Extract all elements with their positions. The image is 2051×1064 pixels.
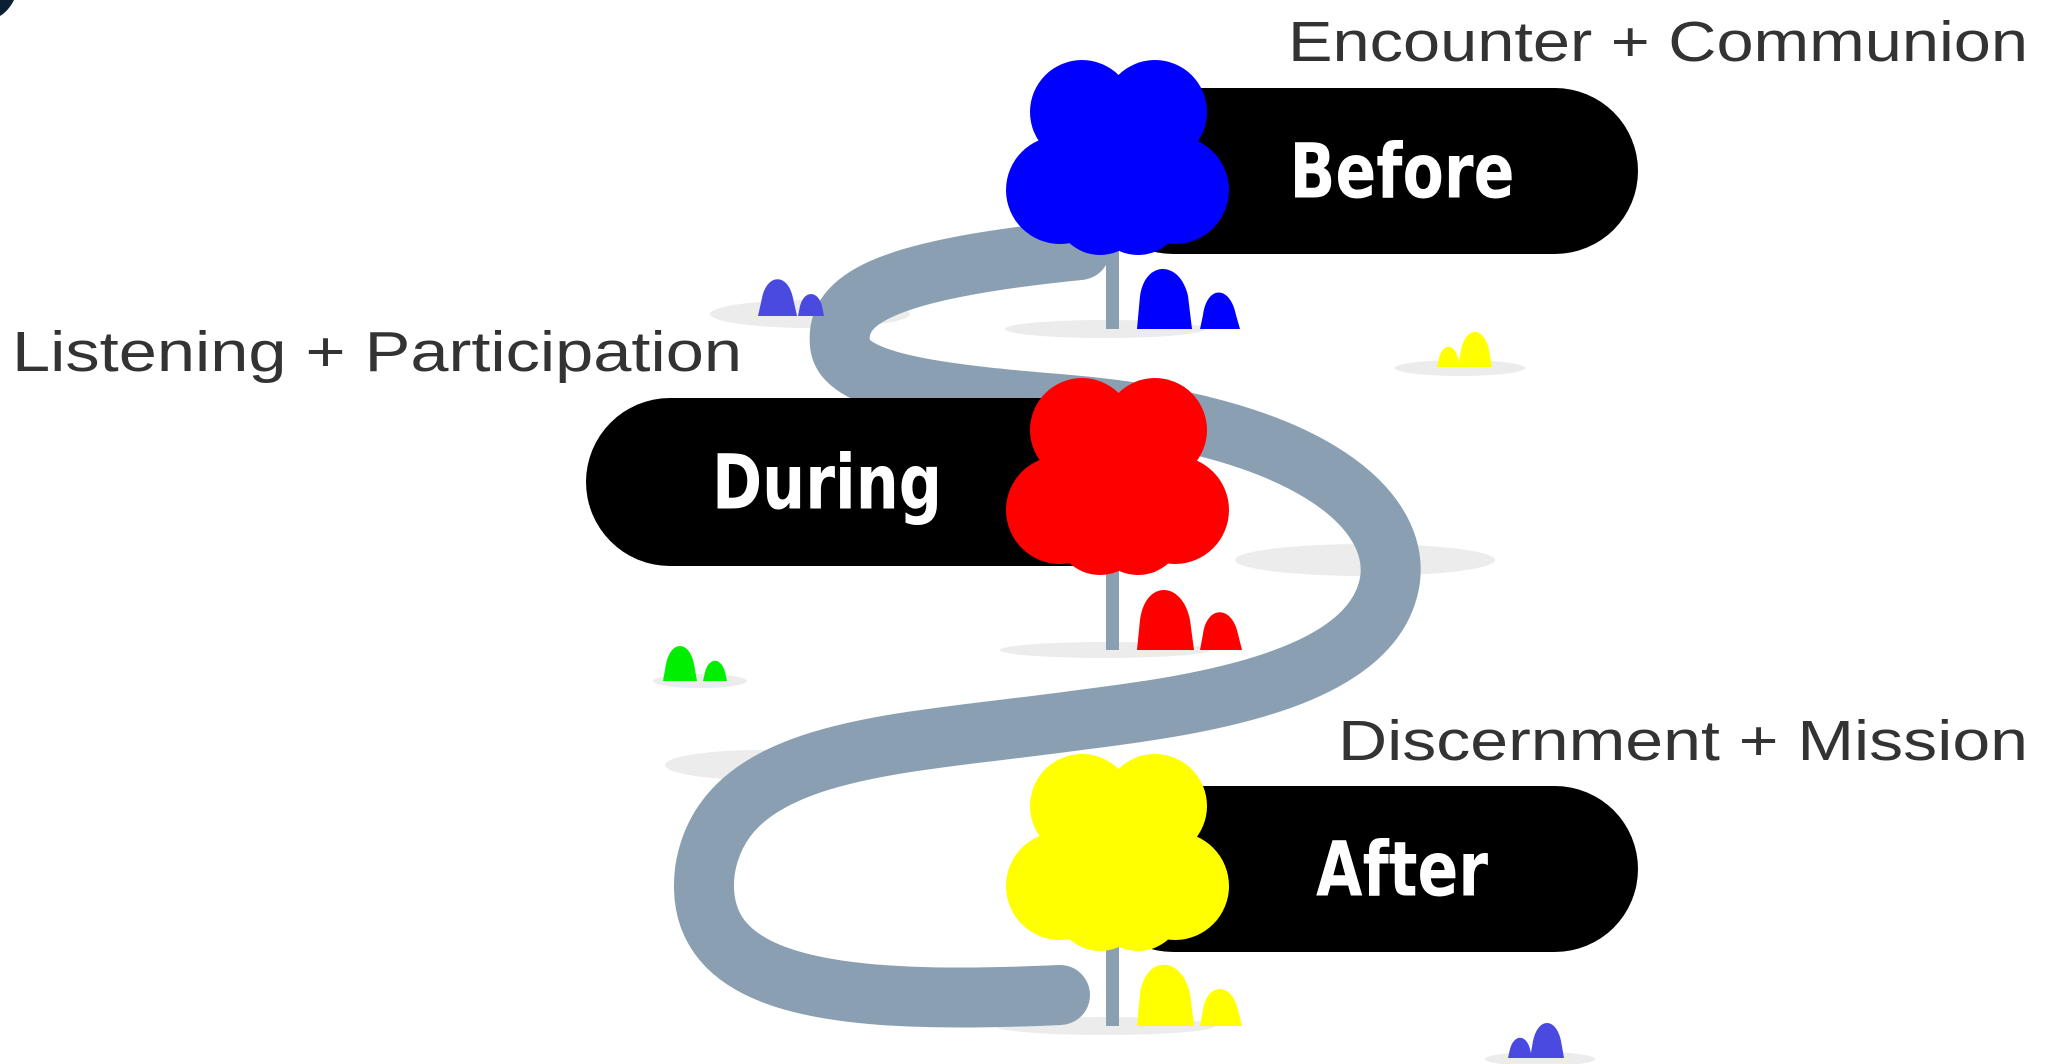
before-tree-icon (1006, 60, 1229, 255)
bush-icon (663, 646, 697, 681)
after-tree-icon (1006, 754, 1229, 951)
bush-icon (1530, 1023, 1564, 1058)
during-stage: During (586, 398, 1166, 566)
corner-mark (0, 0, 14, 16)
bush-icon (798, 294, 824, 316)
bush-icons (663, 269, 1564, 1058)
bush-icon (1437, 346, 1460, 367)
after-pill (1090, 786, 1638, 952)
bush-icon (758, 279, 797, 316)
before-stage: Before (1090, 88, 1638, 254)
during-label: During (712, 438, 942, 527)
before-pill (1090, 88, 1638, 254)
bush-icon (1458, 332, 1492, 367)
bush-icon (1137, 590, 1194, 650)
bush-icon (1200, 989, 1242, 1026)
winding-road (674, 220, 1421, 1028)
tree-trunk (1106, 560, 1119, 650)
after-stage: After (1090, 786, 1638, 952)
bush-icon (1137, 269, 1192, 329)
bush-icon (703, 660, 727, 681)
during-caption: Listening + Participation (12, 320, 742, 384)
tree-trunk (1106, 935, 1119, 1026)
bush-icon (1137, 964, 1194, 1026)
after-label: After (1316, 825, 1488, 914)
bush-icon (1200, 612, 1242, 650)
bush-icon (1200, 292, 1240, 329)
after-caption: Discernment + Mission (1338, 709, 2028, 773)
tree-trunk (1106, 235, 1119, 329)
shadow-ellipse (1395, 360, 1525, 376)
during-tree-icon (1006, 378, 1229, 575)
before-caption: Encounter + Communion (1288, 10, 2028, 74)
bush-icon (1508, 1037, 1532, 1058)
before-label: Before (1290, 127, 1515, 216)
tree-trunks (1106, 235, 1119, 1026)
